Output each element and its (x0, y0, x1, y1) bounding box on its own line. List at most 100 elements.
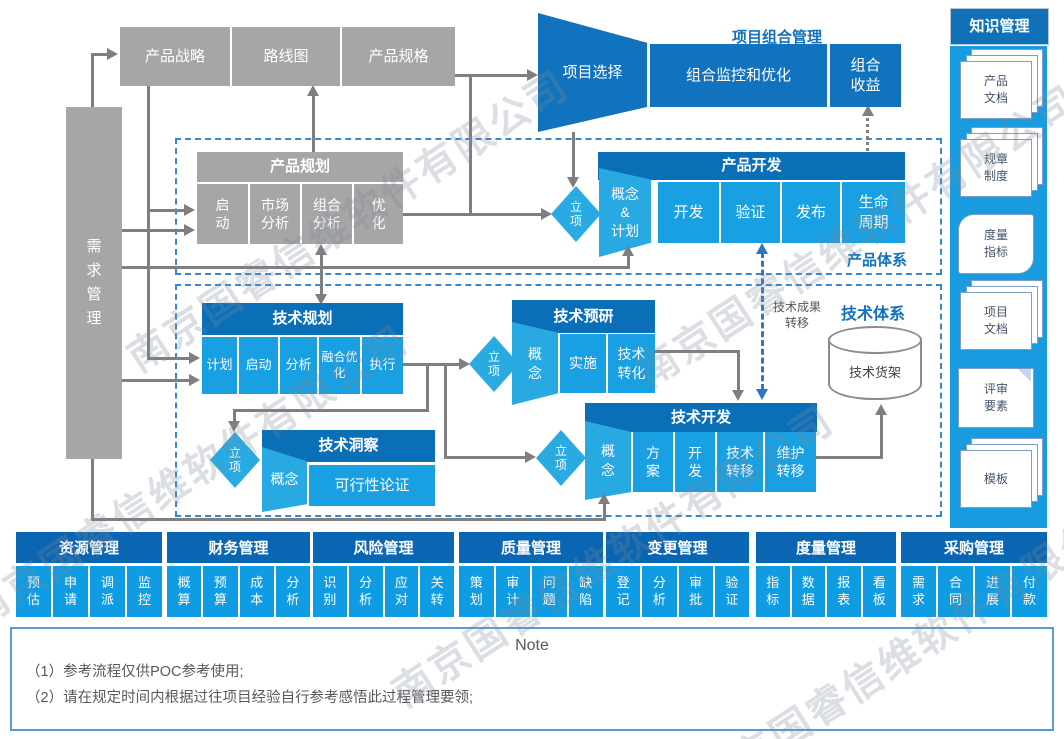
section-item: 成 本 (239, 566, 274, 617)
node-td-scheme: 方 案 (633, 432, 673, 492)
section-procurement-mgmt: 采购管理 需 求 合 同 进 展 付 款 (901, 532, 1047, 617)
section-title: 资源管理 (16, 532, 162, 563)
flow-line (312, 90, 315, 153)
flow-line (627, 252, 630, 269)
doc-product-docs: 产品 文档 (960, 61, 1032, 119)
section-item: 付 款 (1012, 566, 1047, 617)
arrowhead (541, 208, 552, 220)
section-item: 预 估 (16, 566, 51, 617)
tech-planning-header: 技术规划 (202, 303, 403, 335)
arrowhead (622, 245, 634, 256)
section-item: 策 划 (459, 566, 494, 617)
node-pd-lifecycle: 生命 周期 (842, 182, 905, 243)
section-quality-mgmt: 质量管理 策 划 审 计 问 题 缺 陷 (459, 532, 603, 617)
node-td-develop: 开 发 (675, 432, 715, 492)
flow-line (122, 229, 190, 232)
note-line-1: （1）参考流程仅供POC参考使用; (26, 664, 244, 680)
node-product-strategy: 产品战略 (120, 27, 230, 86)
arrowhead (315, 294, 327, 305)
section-title: 采购管理 (901, 532, 1047, 563)
portfolio-title: 项目组合管理 (731, 29, 822, 46)
tech-research-header: 技术预研 (512, 300, 655, 333)
doc-templates: 模板 (960, 450, 1032, 508)
doc-project-docs: 项目 文档 (960, 292, 1032, 350)
section-item: 数 据 (791, 566, 825, 617)
arrowhead (598, 493, 610, 504)
node-pd-develop: 开发 (658, 182, 719, 243)
node-td-tech-transfer: 技术 转移 (717, 432, 763, 492)
section-risk-mgmt: 风险管理 识 别 分 析 应 对 关 转 (313, 532, 454, 617)
flow-line (737, 350, 740, 395)
flow-line (320, 250, 323, 301)
node-pd-verify: 验证 (721, 182, 780, 243)
note-line-2: （2）请在规定时间内根据过往项目经验自行参考感悟此过程管理要领; (26, 690, 474, 706)
flow-line (572, 132, 575, 182)
node-ti-feasibility: 可行性论证 (309, 465, 435, 506)
tech-shelf-label: 技术货架 (848, 365, 901, 380)
node-tp-plan: 计划 (202, 337, 237, 394)
arrowhead (307, 85, 319, 96)
tech-transfer-arrow-line (761, 252, 764, 390)
section-metric-mgmt: 度量管理 指 标 数 据 报 表 看 板 (756, 532, 896, 617)
flow-line (655, 350, 740, 353)
flow-line (233, 409, 236, 426)
arrowhead (525, 451, 536, 463)
section-item: 合 同 (938, 566, 973, 617)
section-item: 进 展 (975, 566, 1010, 617)
arrowhead (875, 404, 887, 415)
section-item: 预 算 (203, 566, 238, 617)
arrowhead (315, 244, 327, 255)
flow-line (880, 412, 883, 459)
note-box: Note （1）参考流程仅供POC参考使用; （2）请在规定时间内根据过往项目经… (10, 627, 1054, 731)
dotted-line (866, 112, 869, 151)
note-title: Note (515, 637, 549, 654)
flow-line (122, 266, 630, 269)
section-resource-mgmt: 资源管理 预 估 申 请 调 派 监 控 (16, 532, 162, 617)
node-requirement-management: 需 求 管 理 (66, 107, 122, 459)
section-title: 风险管理 (313, 532, 454, 563)
node-project-selection: 项目选择 (538, 13, 647, 132)
arrowhead (184, 224, 195, 236)
node-product-spec: 产品规格 (342, 27, 455, 86)
flow-line (444, 456, 526, 459)
section-item: 需 求 (901, 566, 936, 617)
tech-dev-header: 技术开发 (585, 403, 817, 432)
section-item: 验 证 (714, 566, 749, 617)
doc-rules-regulations: 规章 制度 (960, 139, 1032, 197)
section-item: 申 请 (53, 566, 88, 617)
flow-line (91, 53, 110, 56)
flow-line (403, 363, 465, 366)
flow-line (426, 363, 429, 412)
arrowhead (862, 105, 874, 116)
section-item: 分 析 (275, 566, 310, 617)
section-item: 报 表 (827, 566, 861, 617)
section-item: 概 算 (167, 566, 202, 617)
node-tr-concept: 概 念 (512, 322, 558, 405)
doc-metrics: 度量 指标 (958, 214, 1034, 274)
flow-line (147, 86, 150, 360)
section-item: 调 派 (90, 566, 125, 617)
product-dev-header: 产品开发 (598, 152, 905, 180)
node-tp-analysis: 分析 (280, 337, 317, 394)
flow-line (444, 363, 447, 459)
tech-transfer-label: 技术成果 转移 (772, 300, 821, 330)
arrowhead (189, 352, 200, 364)
section-title: 财务管理 (167, 532, 310, 563)
flow-line (469, 74, 472, 215)
section-item: 缺 陷 (568, 566, 603, 617)
section-finance-mgmt: 财务管理 概 算 预 算 成 本 分 析 (167, 532, 310, 617)
node-portfolio-monitor: 组合监控和优化 (650, 44, 827, 107)
arrowhead (107, 48, 118, 60)
node-pd-concept-plan: 概念 & 计划 (599, 168, 651, 257)
doc-fold-corner (1018, 369, 1031, 382)
section-item: 看 板 (862, 566, 896, 617)
product-planning-header: 产品规划 (197, 152, 403, 182)
section-item: 指 标 (756, 566, 790, 617)
node-pp-start: 启 动 (197, 184, 248, 244)
node-td-concept: 概 念 (585, 421, 631, 500)
node-pp-market-analysis: 市场 分析 (250, 184, 300, 244)
section-change-mgmt: 变更管理 登 记 分 析 审 批 验 证 (606, 532, 749, 617)
flow-line (603, 500, 606, 521)
flow-line (91, 53, 94, 107)
